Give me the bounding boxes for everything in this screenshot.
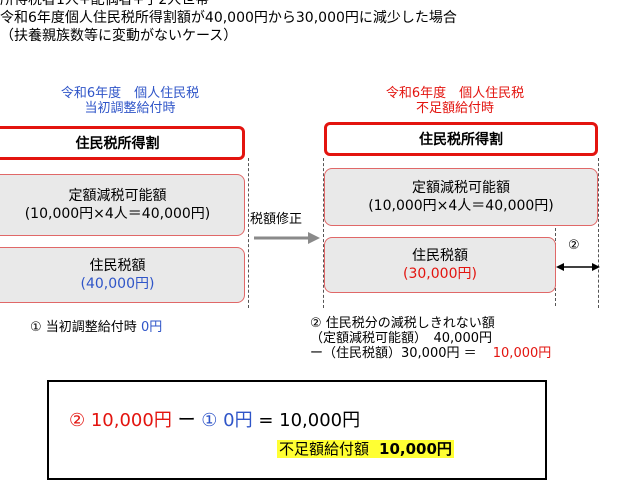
right-note-line-3: ー（住民税額）30,000円 ＝ 10,000円 bbox=[310, 346, 551, 361]
right-tax-label: 住民税額 bbox=[412, 248, 468, 264]
final-value: 10,000円 bbox=[371, 440, 454, 458]
left-tax-label: 住民税額 bbox=[89, 258, 146, 274]
result-part-2: ② 10,000円 bbox=[69, 410, 172, 431]
left-deduction-formula: (10,000円×4人＝40,000円) bbox=[24, 206, 211, 222]
result-equation: ② 10,000円 ー ① 0円 = 10,000円 bbox=[69, 406, 360, 432]
right-note-line-2: （定額減税可能額） 40,000円 bbox=[310, 331, 492, 346]
left-guide-line bbox=[248, 158, 249, 308]
left-title-line-2: 当初調整給付時 bbox=[84, 101, 176, 116]
shortfall-double-arrow bbox=[556, 263, 600, 271]
left-deduction-label: 定額減税可能額 bbox=[68, 188, 167, 204]
final-label: 不足額給付額 bbox=[277, 440, 372, 458]
left-tax-box: 住民税額 (40,000円) bbox=[0, 247, 245, 303]
right-income-box: 住民税所得割 bbox=[324, 122, 598, 156]
right-guide-line-c bbox=[598, 158, 599, 308]
header-line-2: 令和6年度個人住民税所得割額が40,000円から30,000円に減少した場合 bbox=[0, 10, 457, 26]
right-deduction-formula: (10,000円×4人＝40,000円) bbox=[368, 198, 554, 214]
left-note: ① 当初調整給付時 0円 bbox=[30, 320, 162, 335]
right-note-line-1: ② 住民税分の減税しきれない額 bbox=[310, 316, 495, 331]
result-part-1: ① 0円 bbox=[201, 410, 253, 431]
result-equals: = 10,000円 bbox=[252, 410, 361, 431]
right-deduction-box: 定額減税可能額 (10,000円×4人＝40,000円) bbox=[324, 168, 598, 226]
right-deduction-label: 定額減税可能額 bbox=[412, 180, 510, 196]
right-title-line-1: 令和6年度 個人住民税 bbox=[385, 86, 525, 101]
left-tax-value: (40,000円) bbox=[80, 276, 155, 292]
right-guide-line-a bbox=[323, 158, 324, 308]
header-line-3: （扶養親族数等に変動がないケース） bbox=[0, 28, 238, 44]
right-tax-value: (30,000円) bbox=[403, 266, 477, 282]
correction-label: 税額修正 bbox=[250, 212, 303, 227]
header-line-1: 所得税者1人+配偶者+子2人世帯 bbox=[0, 0, 210, 8]
left-title-line-1: 令和6年度 個人住民税 bbox=[60, 86, 200, 101]
left-deduction-box: 定額減税可能額 (10,000円×4人＝40,000円) bbox=[0, 174, 245, 236]
correction-arrow bbox=[254, 232, 320, 244]
right-note-result: 10,000円 bbox=[492, 346, 552, 361]
right-note-formula: ー（住民税額）30,000円 ＝ bbox=[310, 346, 477, 361]
left-income-box: 住民税所得割 bbox=[0, 126, 245, 160]
right-tax-box: 住民税額 (30,000円) bbox=[324, 237, 556, 293]
left-note-prefix: ① 当初調整給付時 bbox=[30, 320, 137, 335]
right-title-line-2: 不足額給付時 bbox=[415, 101, 494, 116]
left-note-value: 0円 bbox=[140, 320, 163, 335]
result-minus: ー bbox=[171, 410, 202, 431]
shortfall-marker: ② bbox=[568, 238, 580, 253]
